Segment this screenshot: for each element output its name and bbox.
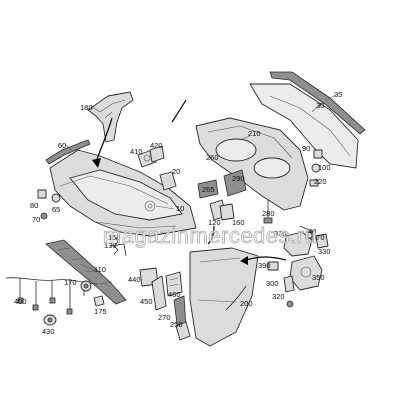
part-220-clip [309,179,319,187]
part-265-bracket [197,179,219,199]
part-170-sensor [80,280,92,292]
label-220: 220 [314,177,327,186]
label-390: 390 [258,261,271,270]
label-450: 450 [140,297,153,306]
part-20-cover-cap [159,171,177,191]
label-180: 180 [80,103,93,112]
label-460: 460 [168,290,181,299]
label-80: 80 [30,201,38,210]
part-310-actuator [283,231,313,257]
label-120: 120 [208,218,221,227]
label-330: 330 [318,247,331,256]
label-210: 210 [248,129,261,138]
label-130: 130 [104,241,117,250]
label-440: 440 [128,275,141,284]
part-390-clip [267,261,279,271]
label-175: 175 [94,307,107,316]
part-280-bolt [263,200,273,224]
bumper-right-panel [189,247,259,347]
part-330-clip [315,233,329,249]
part-65-clip [51,193,61,203]
label-65: 65 [52,205,60,214]
part-80-clip [37,189,47,199]
label-150: 150 [108,233,121,242]
part-70-clip [40,212,48,220]
label-60: 60 [58,141,66,150]
label-40: 40 [308,227,316,236]
label-270: 270 [158,313,171,322]
label-310: 310 [274,229,287,238]
label-110: 110 [94,265,106,274]
part-110-lower-grille [45,239,127,305]
part-160-mount [219,203,235,221]
part-450-bracket [151,275,167,311]
label-430: 430 [42,327,55,336]
label-265: 265 [202,185,215,194]
label-30: 30 [316,101,324,110]
label-350: 350 [312,273,325,282]
part-460-bracket [165,271,183,297]
label-410: 410 [130,147,143,156]
label-35: 35 [334,90,342,99]
label-20: 20 [172,167,180,176]
part-35-upper-trim [269,71,366,135]
label-280: 280 [262,209,275,218]
label-400: 400 [14,297,27,306]
part-370-rod [299,225,315,233]
part-430-sensor [43,314,57,326]
label-320: 320 [272,292,285,301]
part-90-clip [313,149,323,159]
label-100: 100 [318,163,331,172]
watermark: magazinmercedes.ru [103,223,317,248]
label-10: 10 [176,204,184,213]
label-200: 200 [240,299,253,308]
part-30-diffuser-panel [249,83,359,169]
part-420-holder [149,145,165,163]
label-260: 260 [206,153,219,162]
part-40-clip [305,231,313,239]
part-180-side-bracket [87,91,134,143]
part-210-diffuser [195,117,309,211]
part-300-bracket [283,275,295,293]
label-160: 160 [232,218,245,227]
part-290-bracket [223,169,247,197]
part-150-spring [113,237,119,255]
part-175-clip [93,295,105,307]
part-250-bracket [175,321,191,341]
part-60-trim-strip [45,139,91,165]
label-90: 90 [302,144,310,153]
label-420: 420 [150,141,163,150]
part-320-screw [286,300,294,308]
part-400-wiring-harness [5,277,99,315]
callout-leaders [19,94,337,298]
part-200-strip [225,285,247,311]
part-100-bolt [311,163,321,173]
label-370: 370 [312,233,325,242]
assembly-arrows [92,99,287,265]
part-10-bumper-cover [49,149,197,237]
label-70: 70 [32,215,40,224]
label-300: 300 [266,279,279,288]
label-290: 290 [232,174,245,183]
part-number-labels: 180 60 410 420 20 10 80 65 70 130 150 11… [14,90,342,336]
part-350-motor [289,255,323,291]
label-250: 250 [170,320,183,329]
label-170: 170 [64,278,77,287]
